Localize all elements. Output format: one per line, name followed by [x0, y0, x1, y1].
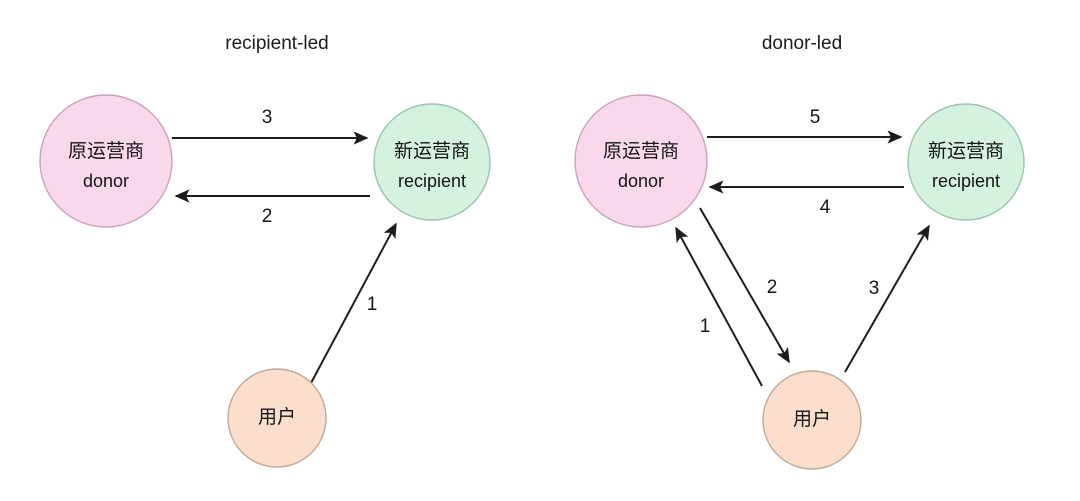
node-donor-donor-led[interactable]: 原运营商 donor	[574, 94, 708, 228]
edge-label-2: 2	[262, 206, 273, 227]
donor-circle[interactable]	[39, 94, 173, 228]
recipient-label-cn: 新运营商	[394, 140, 470, 162]
node-recipient-donor-led[interactable]: 新运营商 recipient	[907, 103, 1025, 221]
edge-donor-led-1: 1	[675, 226, 763, 387]
panel-donor-led: donor-led 5 4 1 2	[574, 33, 1025, 470]
donor-label-en: donor	[83, 171, 129, 191]
node-user-donor-led[interactable]: 用户	[762, 370, 862, 470]
edge-line-user-to-recipient	[310, 222, 397, 384]
user-label-cn: 用户	[793, 408, 831, 430]
donor-label-cn: 原运营商	[68, 140, 144, 162]
edge-label-3: 3	[262, 107, 273, 128]
panel-title-recipient-led: recipient-led	[225, 33, 329, 54]
node-donor-recipient-led[interactable]: 原运营商 donor	[39, 94, 173, 228]
recipient-label-en: recipient	[932, 171, 1000, 191]
node-user-recipient-led[interactable]: 用户	[227, 368, 327, 468]
user-circle[interactable]	[762, 370, 862, 470]
recipient-label-en: recipient	[398, 171, 466, 191]
edge-recipient-led-1: 1	[310, 222, 397, 384]
user-circle[interactable]	[227, 368, 327, 468]
edge-label-4: 4	[820, 197, 831, 218]
edge-donor-led-2: 2	[699, 207, 790, 364]
edge-recipient-led-2: 2	[174, 189, 370, 227]
node-recipient-recipient-led[interactable]: 新运营商 recipient	[373, 103, 491, 221]
edge-label-1: 1	[700, 316, 711, 337]
donor-label-cn: 原运营商	[603, 140, 679, 162]
edge-line-user-to-donor	[675, 226, 763, 387]
edge-label-1: 1	[367, 294, 378, 315]
user-label-cn: 用户	[258, 406, 296, 428]
edge-recipient-led-3: 3	[172, 107, 369, 145]
recipient-circle[interactable]	[373, 103, 491, 221]
edge-donor-led-5: 5	[707, 107, 903, 144]
recipient-label-cn: 新运营商	[928, 140, 1004, 162]
recipient-circle[interactable]	[907, 103, 1025, 221]
edge-label-3: 3	[869, 278, 880, 299]
edge-label-5: 5	[810, 107, 821, 128]
edge-line-donor-to-user	[699, 207, 790, 364]
edge-donor-led-3: 3	[844, 224, 930, 373]
edge-donor-led-4: 4	[708, 180, 904, 218]
edge-label-2: 2	[767, 277, 778, 298]
panel-recipient-led: recipient-led 3 2 1 原运营商 donor	[39, 33, 491, 468]
donor-circle[interactable]	[574, 94, 708, 228]
panel-title-donor-led: donor-led	[762, 33, 842, 54]
edge-line-user-to-recipient	[844, 224, 930, 373]
donor-label-en: donor	[618, 171, 664, 191]
